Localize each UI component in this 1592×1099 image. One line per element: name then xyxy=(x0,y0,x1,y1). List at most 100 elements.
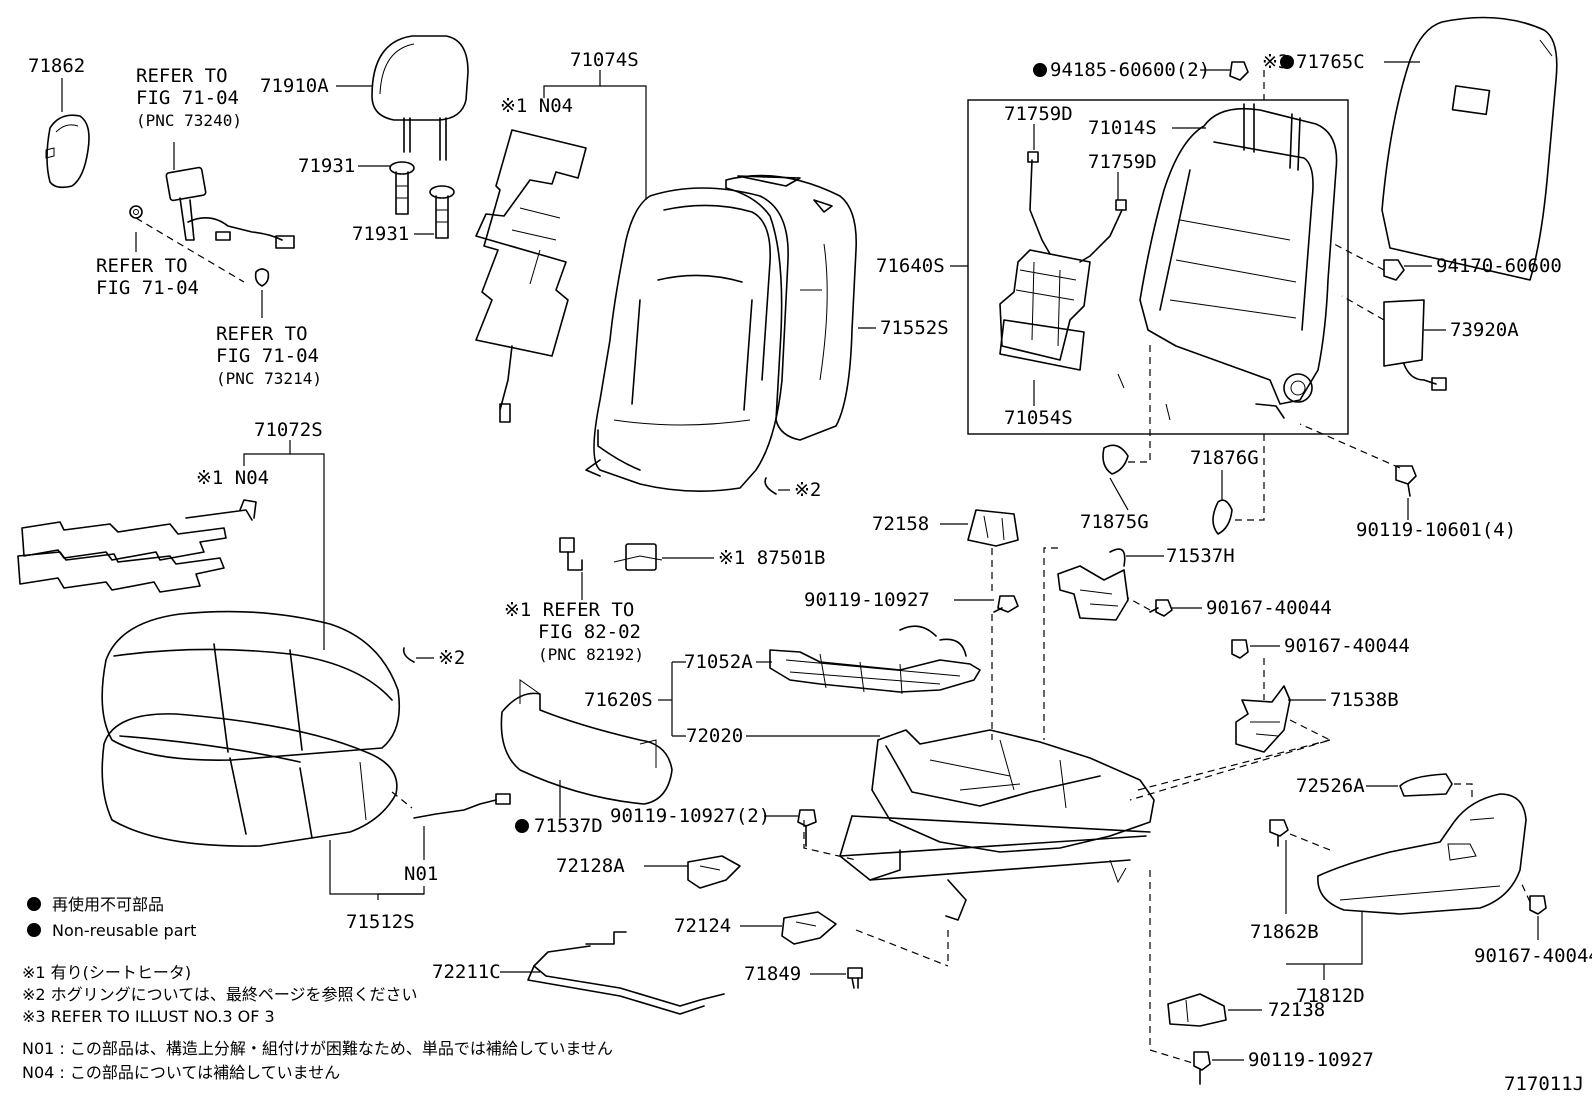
cover-72158 xyxy=(967,509,1019,547)
front-cover-71537D xyxy=(500,679,673,805)
refer-fig-71-04-c-line2: FIG 71-04 xyxy=(216,345,319,367)
seat-belt-buckle xyxy=(129,166,295,287)
refer-fig-71-04-a-line2: FIG 71-04 xyxy=(136,87,239,109)
label-71862B: 71862B xyxy=(1250,921,1319,943)
screw-71862B xyxy=(1269,819,1289,847)
label-90167-40044-a: 90167-40044 xyxy=(1206,597,1332,619)
label-71620S: 71620S xyxy=(584,689,653,711)
label-72211C: 72211C xyxy=(432,961,501,983)
side-airbag-73920A xyxy=(1383,299,1447,391)
clip-71849 xyxy=(847,967,863,989)
headrest-guide-71931-b xyxy=(429,185,455,239)
label-71512S: 71512S xyxy=(346,911,415,933)
label-90119-10601-4: 90119-10601(4) xyxy=(1356,519,1516,541)
seat-back-cover-71074S xyxy=(585,187,789,492)
cover-71875G xyxy=(1102,340,1151,475)
refer-fig-71-04-a-pnc: (PNC 73240) xyxy=(136,111,242,130)
cover-72124 xyxy=(781,911,837,945)
cover-71876G xyxy=(1212,499,1233,535)
knob-72526A xyxy=(1399,773,1453,797)
label-71876G: 71876G xyxy=(1190,447,1259,469)
legend-nonreusable-en: Non-reusable part xyxy=(52,921,196,940)
label-72158: 72158 xyxy=(872,513,929,535)
seat-back-frame-71014S xyxy=(1117,103,1338,421)
refer-fig-71-04-c-pnc: (PNC 73214) xyxy=(216,369,322,388)
refer-fig-82-02-pnc: (PNC 82192) xyxy=(538,645,644,664)
refer-fig-82-02-line1: ※1 REFER TO xyxy=(504,599,634,621)
nonreusable-dot-71537D xyxy=(515,819,529,833)
screw-90167-40044-b xyxy=(1231,639,1249,659)
seat-cover-trim-71862 xyxy=(45,114,90,189)
legend-dot-jp xyxy=(27,897,41,911)
label-71931-a: 71931 xyxy=(298,155,355,177)
label-72020: 72020 xyxy=(686,725,743,747)
label-94185-60600: 94185-60600(2) xyxy=(1050,59,1210,81)
seat-cushion-pad-71512S xyxy=(101,713,398,847)
label-71862: 71862 xyxy=(28,55,85,77)
label-71538B: 71538B xyxy=(1330,689,1399,711)
label-71014S: 71014S xyxy=(1088,117,1157,139)
note-3: ※3 REFER TO ILLUST NO.3 OF 3 xyxy=(22,1007,275,1026)
bolt-90119-10927-a xyxy=(993,595,1019,613)
refer-fig-71-04-b-line1: REFER TO xyxy=(96,255,188,277)
legend-nonreusable-jp: 再使用不可部品 xyxy=(52,895,164,914)
label-90119-10927-2: 90119-10927(2) xyxy=(610,805,770,827)
seat-cushion-heater-n04 xyxy=(17,499,257,593)
nonreusable-dot-94185 xyxy=(1033,63,1047,77)
label-72128A: 72128A xyxy=(556,855,625,877)
label-90119-10927-b: 90119-10927 xyxy=(1248,1049,1374,1071)
hinge-cover-71538B xyxy=(1235,685,1291,753)
headrest-guide-71931-a xyxy=(389,161,415,215)
seat-back-heater-n04 xyxy=(475,129,587,423)
seat-back-pad-71552S xyxy=(725,174,857,441)
note-4: N01 : この部品は、構造上分解・組付けが困難なため、単品では補給していません xyxy=(22,1039,613,1058)
seat-cushion-cover-71072S xyxy=(101,610,401,761)
bolt-90119-10601 xyxy=(1395,465,1417,497)
label-71052A: 71052A xyxy=(684,651,753,673)
bolt-90119-10927-2 xyxy=(797,809,817,847)
bolt-90119-10927-b xyxy=(1193,1051,1211,1085)
hog-ring-upper xyxy=(764,477,777,495)
label-73920A: 73920A xyxy=(1450,319,1519,341)
label-71074S: 71074S xyxy=(570,49,639,71)
refer-fig-71-04-c-line1: REFER TO xyxy=(216,323,308,345)
label-71759D-a: 71759D xyxy=(1004,103,1073,125)
label-71931-b: 71931 xyxy=(352,223,409,245)
refer-fig-82-02-line2: FIG 82-02 xyxy=(538,621,641,643)
label-71537D: 71537D xyxy=(534,815,603,837)
seat-frame-72020 xyxy=(839,729,1155,921)
label-ref3-mark: ※3 xyxy=(1262,51,1289,73)
label-72124: 72124 xyxy=(674,915,731,937)
cushion-heater-wire-n01 xyxy=(413,793,511,819)
note-5: N04 : この部品については補給していません xyxy=(22,1063,340,1082)
label-hog-ring-lower: ※2 xyxy=(438,647,465,669)
seat-side-shield-71812D xyxy=(1317,793,1527,915)
legend-dot-en xyxy=(27,923,41,937)
screw-90167-40044-a xyxy=(1149,599,1173,617)
label-90167-40044-c: 90167-40044 xyxy=(1474,945,1592,967)
label-71849: 71849 xyxy=(744,963,801,985)
cover-72138 xyxy=(1167,993,1227,1027)
refer-fig-71-04-b-line2: FIG 71-04 xyxy=(96,277,199,299)
note-1: ※1 有り(シートヒータ) xyxy=(22,963,191,982)
label-72138: 72138 xyxy=(1268,999,1325,1021)
diagram-code: 717011J xyxy=(1504,1073,1584,1095)
wire-harness-72211C xyxy=(527,931,725,1015)
seat-back-board-71765C xyxy=(1381,16,1558,281)
label-94170-60600: 94170-60600 xyxy=(1436,255,1562,277)
nonreusable-dot-71765C xyxy=(1280,55,1294,69)
frame-assembly-box xyxy=(967,99,1349,435)
label-71552S: 71552S xyxy=(880,317,949,339)
cover-72128A xyxy=(687,855,741,889)
label-71054S: 71054S xyxy=(1004,407,1073,429)
label-90167-40044-b: 90167-40044 xyxy=(1284,635,1410,657)
label-hog-ring-upper: ※2 xyxy=(794,479,821,501)
label-87501B: ※1 87501B xyxy=(718,547,825,569)
seat-spring-71052A xyxy=(769,625,981,695)
seat-heater-switch-87501B xyxy=(559,537,663,571)
label-71640S: 71640S xyxy=(876,255,945,277)
nut-94185-60600 xyxy=(1229,61,1249,81)
label-71072S: 71072S xyxy=(254,419,323,441)
label-71759D-b: 71759D xyxy=(1088,151,1157,173)
